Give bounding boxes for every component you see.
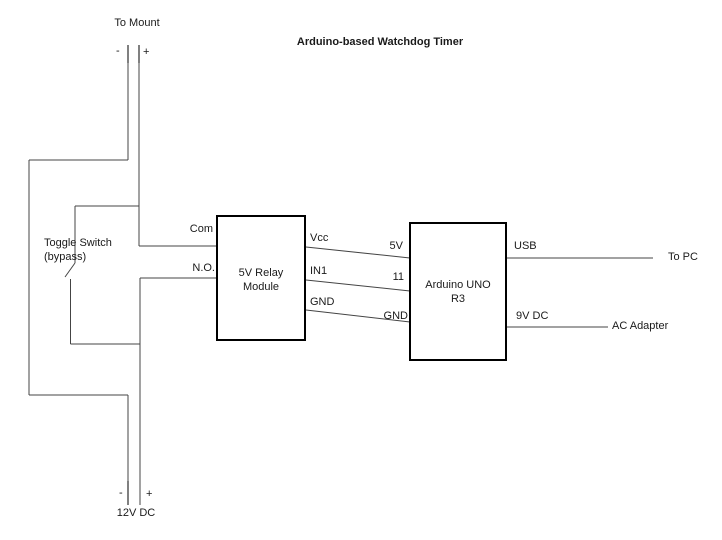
relay-module-box [216, 215, 306, 341]
to-mount-minus-sign: - [116, 45, 120, 57]
arduino-pin-9v-label: 9V DC [516, 310, 549, 322]
switch-lever [64, 262, 76, 278]
toggle-switch-label-line1: Toggle Switch [44, 237, 112, 249]
to-mount-label: To Mount [114, 17, 160, 29]
arduino-pin-11-label: 11 [392, 271, 404, 283]
relay-pin-gnd-label: GND [310, 296, 335, 308]
ac-adapter-label: AC Adapter [612, 320, 669, 332]
toggle-switch-label: Toggle Switch (bypass) [44, 236, 112, 264]
arduino-name: Arduino UNO R3 [409, 278, 507, 306]
toggle-switch-label-line2: (bypass) [44, 251, 87, 263]
relay-name-line1: 5V Relay [238, 267, 284, 279]
wire-vcc-to-5v [305, 246, 411, 259]
12v-plus-sign: + [146, 488, 153, 500]
to-pc-label: To PC [668, 251, 698, 263]
relay-module-name: 5V Relay Module [216, 266, 306, 294]
diagram-title: Arduino-based Watchdog Timer [296, 36, 464, 48]
to-mount-plus-sign: + [143, 46, 150, 58]
arduino-pin-gnd-label: GND [383, 310, 408, 322]
12v-minus-sign: - [119, 487, 123, 499]
relay-pin-com-label: Com [189, 223, 213, 235]
arduino-name-line1: Arduino UNO [425, 279, 491, 291]
wire-gnd-to-gnd [305, 309, 411, 323]
arduino-pin-5v-label: 5V [389, 240, 403, 252]
wire-in1-to-11 [305, 279, 411, 292]
relay-pin-vcc-label: Vcc [310, 232, 329, 244]
relay-pin-in1-label: IN1 [310, 265, 328, 277]
relay-name-line2: Module [242, 281, 280, 293]
arduino-box [409, 222, 507, 361]
arduino-pin-usb-label: USB [514, 240, 537, 252]
12v-dc-label: 12V DC [116, 507, 156, 519]
relay-pin-no-label: N.O. [192, 262, 215, 274]
arduino-name-line2: R3 [450, 293, 466, 305]
